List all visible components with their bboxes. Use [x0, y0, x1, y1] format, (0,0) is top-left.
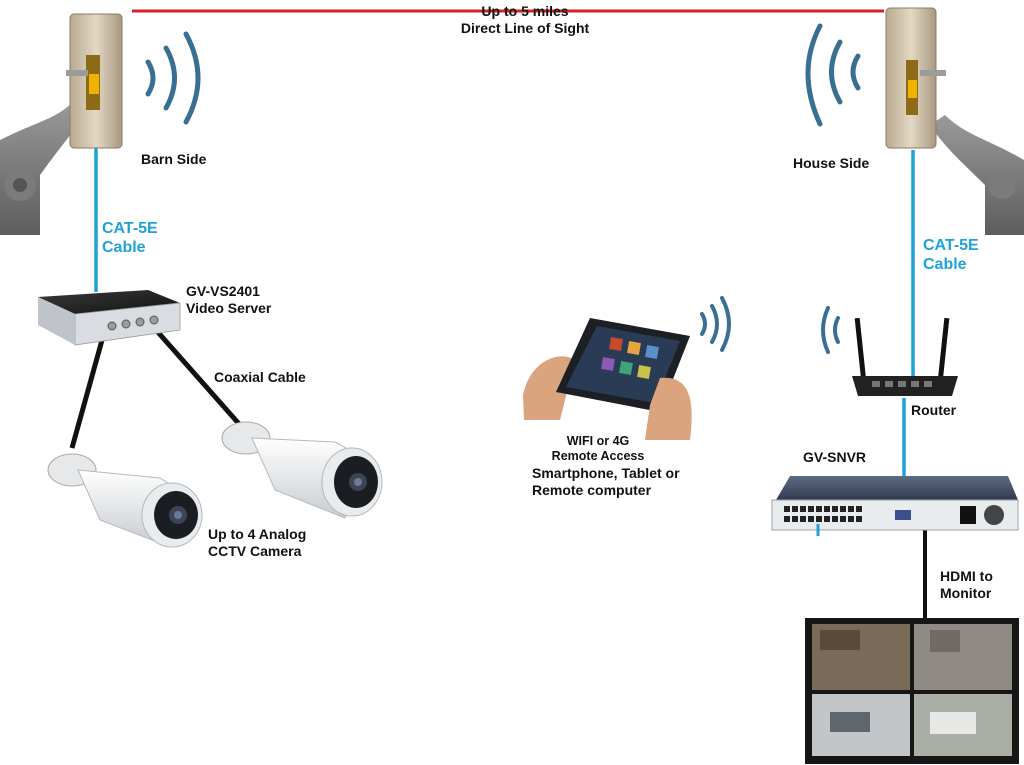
- coax-cable-1: [69, 332, 107, 449]
- analog-camera-1: [47, 453, 203, 548]
- link-distance-label: Up to 5 miles Direct Line of Sight: [450, 3, 600, 37]
- remote-devices-label: Smartphone, Tablet or Remote computer: [532, 465, 680, 499]
- analog-camera-2: [221, 421, 383, 519]
- link-distance-line1: Up to 5 miles: [481, 3, 569, 19]
- remote-access-line1: WIFI or 4G: [566, 434, 630, 448]
- barn-cable-line2: Cable: [102, 239, 146, 256]
- camera-label-line1: Up to 4 Analog: [208, 526, 307, 542]
- remote-devices-line1: Smartphone, Tablet or: [532, 465, 680, 481]
- nvr-device: [771, 476, 1019, 536]
- barn-side-label: Barn Side: [141, 151, 207, 167]
- router-label: Router: [911, 402, 957, 418]
- remote-access-line2: Remote Access: [551, 449, 645, 463]
- coaxial-cable-label: Coaxial Cable: [214, 369, 306, 385]
- barn-cable-label: CAT-5E Cable: [102, 219, 158, 257]
- remote-devices-line2: Remote computer: [532, 482, 652, 498]
- house-cable-line1: CAT-5E: [923, 237, 979, 254]
- tablet-remote-device: [523, 318, 692, 440]
- barn-wifi-waves-icon: [145, 31, 201, 125]
- video-server-type: Video Server: [186, 300, 272, 316]
- router-wifi-waves-icon: [821, 306, 840, 354]
- house-cable-line2: Cable: [923, 256, 967, 273]
- house-side-label: House Side: [793, 155, 870, 171]
- coax-cable-2: [154, 328, 242, 427]
- barn-antenna: [0, 13, 123, 235]
- link-distance-line2: Direct Line of Sight: [460, 20, 590, 36]
- house-wifi-waves-icon: [805, 23, 861, 127]
- tablet-wifi-waves-icon: [700, 296, 731, 352]
- house-antenna: [885, 7, 1024, 235]
- video-server-label: GV-VS2401 Video Server: [186, 283, 271, 317]
- video-server-device: [38, 290, 181, 346]
- hdmi-label-line2: Monitor: [940, 585, 992, 601]
- nvr-label: GV-SNVR: [803, 449, 867, 465]
- router-device: [852, 317, 958, 396]
- hdmi-label: HDMI to Monitor: [940, 568, 993, 602]
- video-server-model: GV-VS2401: [186, 283, 260, 299]
- monitor-display: [805, 618, 1019, 764]
- remote-access-label: WIFI or 4G Remote Access: [543, 434, 653, 464]
- barn-cable-line1: CAT-5E: [102, 220, 158, 237]
- house-cable-label: CAT-5E Cable: [923, 236, 979, 274]
- camera-label: Up to 4 Analog CCTV Camera: [208, 526, 306, 560]
- hdmi-label-line1: HDMI to: [940, 568, 993, 584]
- camera-label-line2: CCTV Camera: [208, 543, 302, 559]
